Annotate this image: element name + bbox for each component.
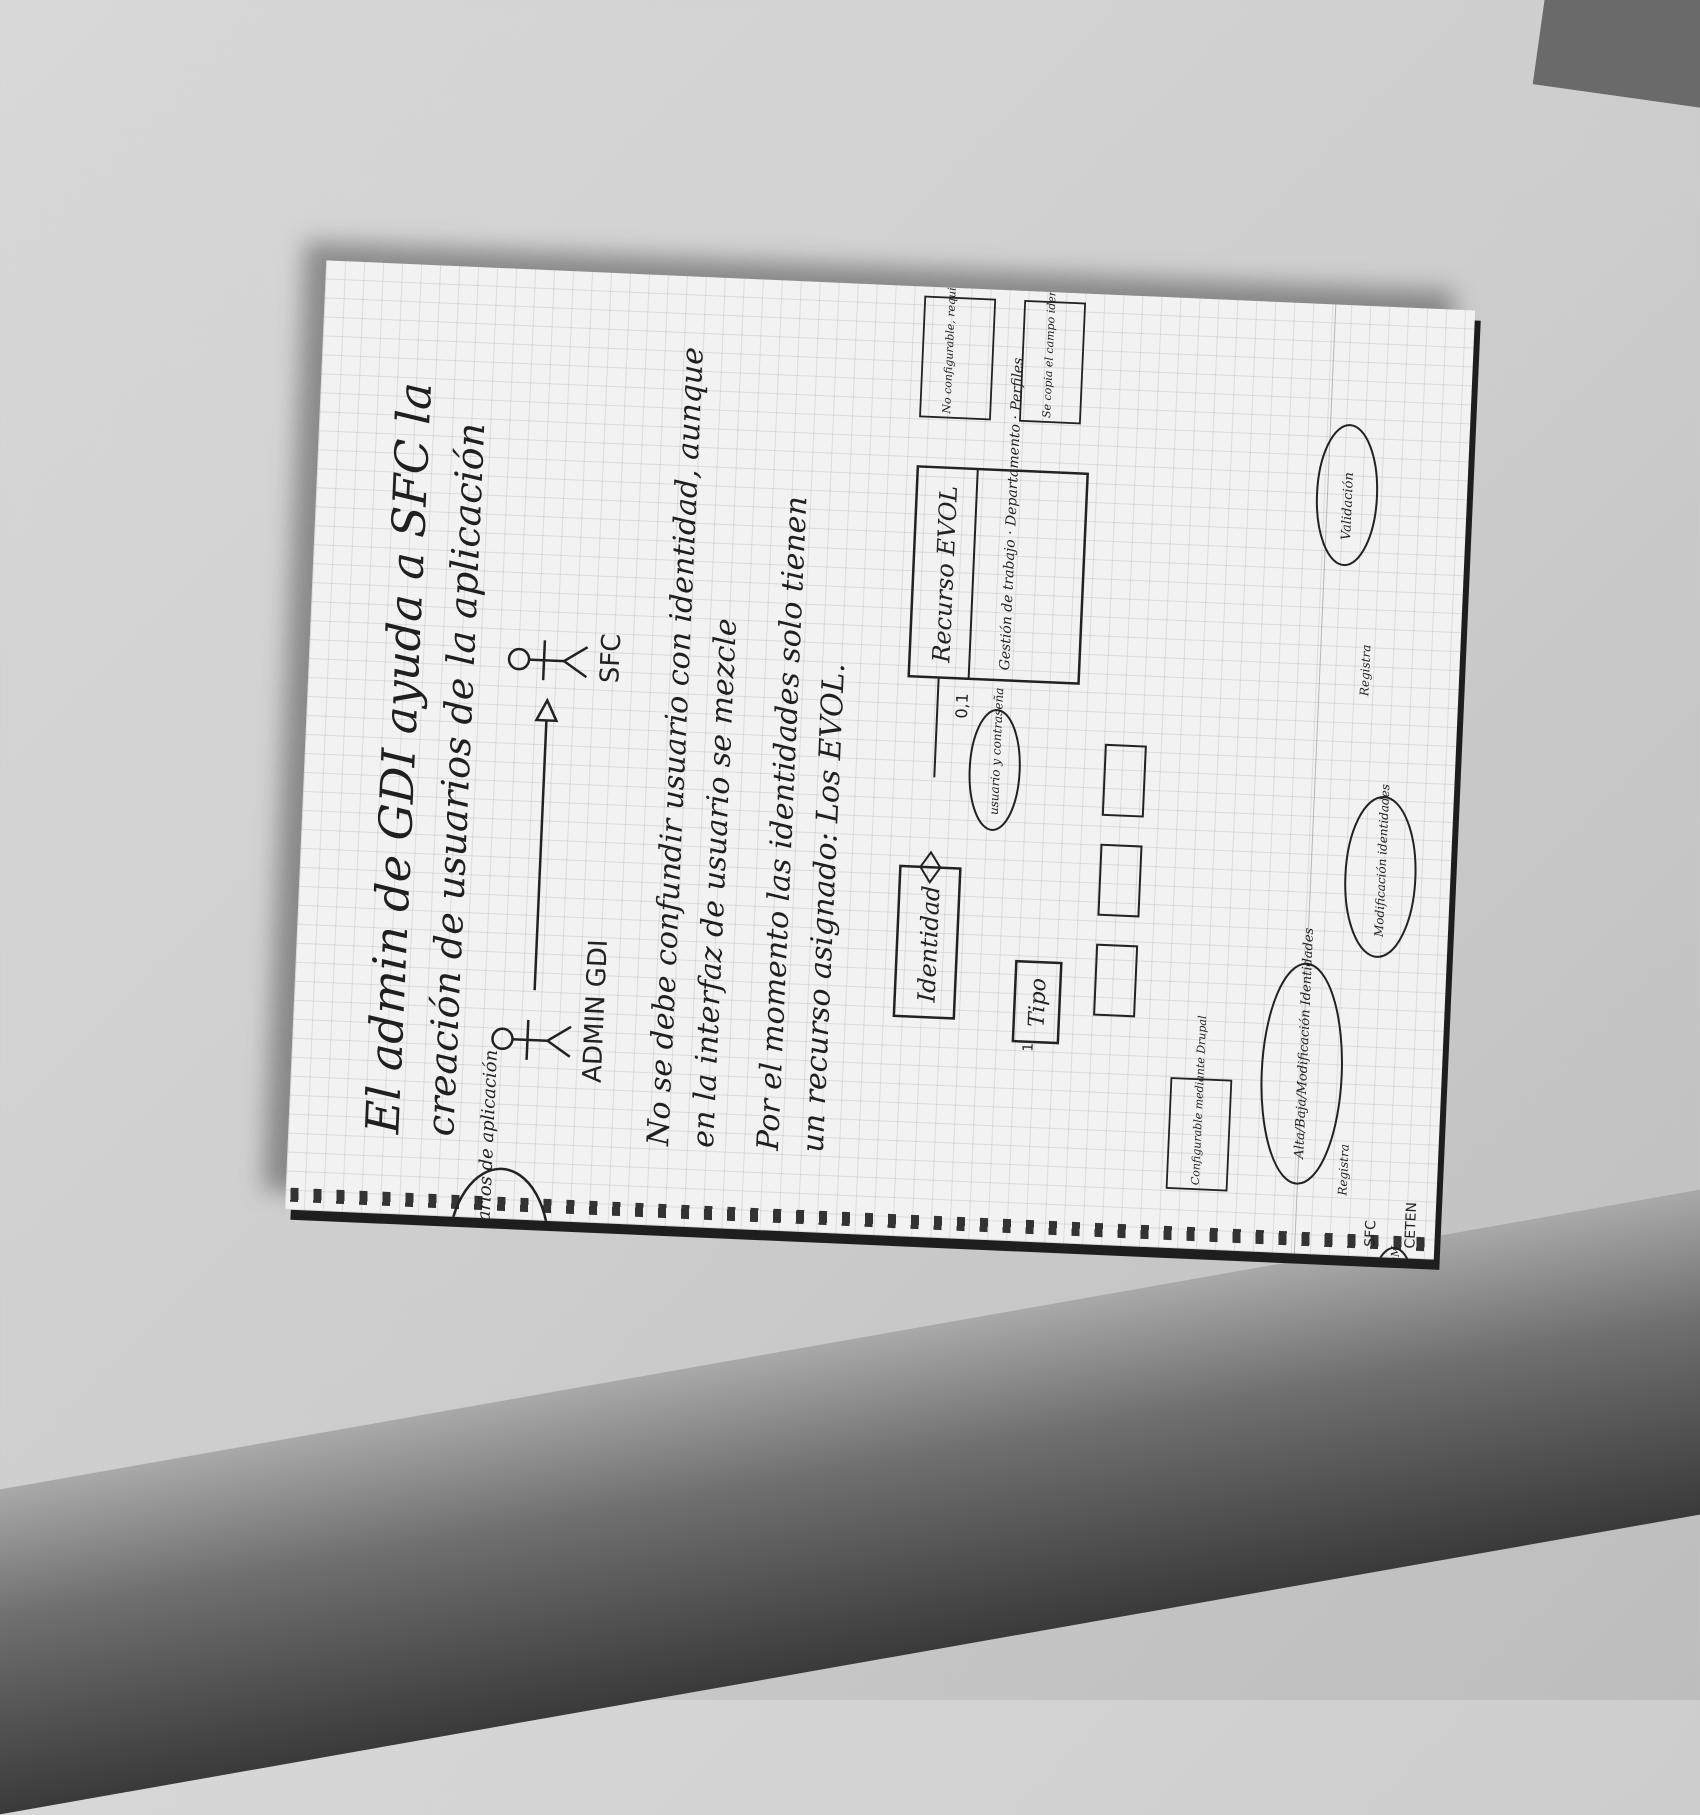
use-case-ellipse: [446, 1167, 550, 1260]
validacion-label: Validación: [1339, 472, 1357, 541]
multiplicity-01: 0,1: [952, 693, 972, 719]
actor-admin-gdi-label: ADMIN GDI: [578, 939, 614, 1084]
modificacion-ellipse: [1344, 795, 1417, 958]
actor-sfc: [507, 640, 589, 681]
contrasena-idm-label: Contraseña IDM: [1385, 1245, 1402, 1260]
recurso-evol-box: [907, 465, 1089, 685]
actor-arrow-head: [534, 697, 559, 723]
recurso-evol-divider: [967, 468, 979, 679]
identidad-label: Identidad: [912, 885, 945, 1004]
identidad-box: [892, 864, 962, 1020]
subtype-box-2: [1097, 843, 1143, 918]
usuario-contrasena-ellipse: [968, 709, 1021, 831]
subtype-box-3: [1101, 743, 1147, 818]
note-configurable-box: [1165, 1077, 1233, 1192]
actor-admin-gdi: [491, 1019, 572, 1060]
contrasena-idm-ellipse: [1368, 1246, 1416, 1260]
bottom-actor-sfc: SFC: [1362, 1220, 1379, 1248]
table-edge: [0, 1170, 1700, 1815]
actor-arrow-line: [533, 720, 548, 991]
modificacion-label: Modificación identidades: [1372, 784, 1393, 938]
alta-baja-ellipse: [1260, 962, 1343, 1185]
validacion-ellipse: [1315, 424, 1379, 567]
tipo-label: Tipo: [1025, 978, 1052, 1028]
identidad-recurso-link: [933, 677, 940, 778]
actor-sfc-label: SFC: [595, 633, 627, 684]
notebook-page: El admin de GDI ayuda a SFC la creación …: [284, 260, 1476, 1260]
subtype-box-1: [1093, 943, 1139, 1018]
registra-top-label: Registra: [1357, 644, 1373, 697]
alta-baja-label: Alta/Baja/Modificación Identidades: [1292, 927, 1317, 1160]
bottom-actor-ceten: CETEN: [1402, 1202, 1420, 1249]
registra-bottom-label: Registra: [1335, 1144, 1351, 1197]
recurso-evol-fields: Gestión de trabajo · Departamento · Perf…: [997, 357, 1027, 670]
background-corner: [1532, 0, 1700, 115]
tipo-box: [1011, 959, 1063, 1045]
usuario-contrasena-label: usuario y contraseña: [987, 687, 1007, 815]
identidad-diamond: [919, 850, 942, 885]
multiplicity-1: 1: [1020, 1042, 1036, 1052]
para2-line2: un recurso asignado: Los EVOL.: [796, 662, 852, 1153]
page-drawing: El admin de GDI ayuda a SFC la creación …: [355, 260, 1420, 1260]
recurso-evol-label: Recurso EVOL: [927, 485, 963, 664]
note-no-configurable-box: [919, 295, 997, 421]
note-configurable: Configurable mediante Drupal: [1189, 1015, 1209, 1186]
note-se-copia-box: [1018, 299, 1087, 425]
notebook: El admin de GDI ayuda a SFC la creación …: [263, 241, 1481, 1270]
